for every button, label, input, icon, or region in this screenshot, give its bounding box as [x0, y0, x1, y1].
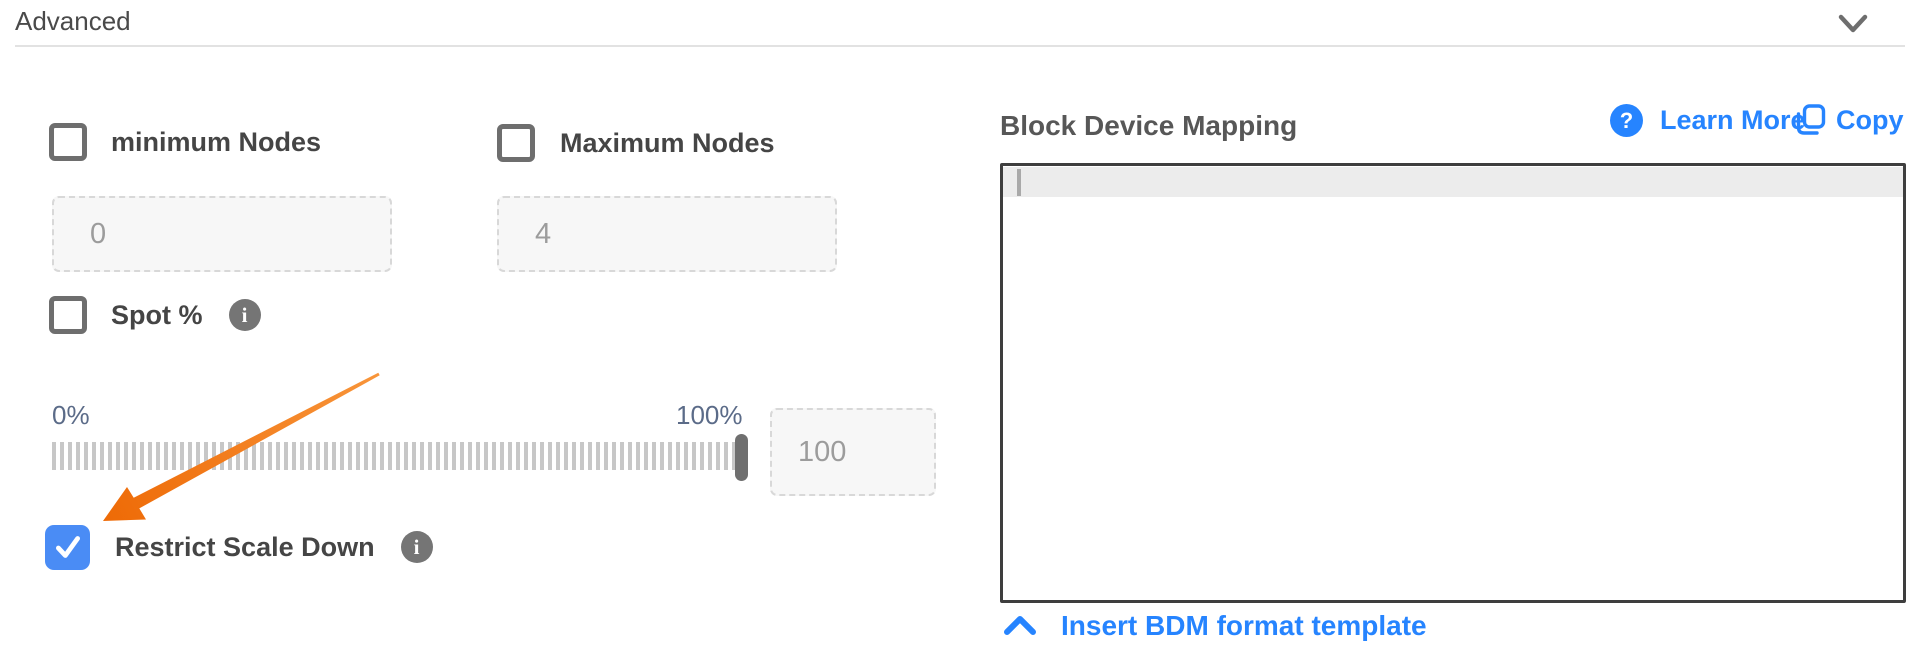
bdm-editor[interactable] [1000, 163, 1906, 603]
minimum-nodes-label: minimum Nodes [111, 126, 322, 157]
maximum-nodes-input[interactable] [497, 196, 837, 272]
restrict-scale-down-row: Restrict Scale Down i [45, 524, 433, 570]
editor-active-line [1003, 167, 1903, 197]
minimum-nodes-checkbox[interactable] [49, 123, 87, 161]
block-device-mapping-title: Block Device Mapping [1000, 110, 1298, 141]
checkmark-icon [55, 536, 80, 558]
copy-icon [1796, 104, 1826, 135]
chevron-down-icon[interactable] [1838, 12, 1868, 36]
slider-min-label: 0% [52, 400, 90, 430]
minimum-nodes-input[interactable] [52, 196, 392, 272]
chevron-up-icon [1004, 616, 1036, 635]
insert-bdm-template-label: Insert BDM format template [1061, 610, 1427, 641]
spot-percentage-label: Spot % [111, 299, 203, 330]
insert-bdm-template-link[interactable]: Insert BDM format template [1002, 610, 1427, 642]
section-divider [15, 45, 1905, 47]
spot-percentage-slider-track[interactable] [52, 442, 736, 470]
restrict-scale-down-label: Restrict Scale Down [115, 531, 375, 562]
copy-button[interactable]: Copy [1796, 104, 1904, 136]
spot-percentage-checkbox[interactable] [49, 296, 87, 334]
maximum-nodes-row: Maximum Nodes [497, 124, 775, 162]
spot-percentage-slider-handle[interactable] [735, 434, 748, 481]
restrict-scale-down-info-icon[interactable]: i [400, 531, 433, 563]
slider-max-label: 100% [676, 400, 743, 430]
spot-percentage-input[interactable] [770, 408, 936, 496]
maximum-nodes-label: Maximum Nodes [560, 127, 775, 158]
spot-percentage-row: Spot % i [49, 296, 261, 334]
minimum-nodes-row: minimum Nodes [49, 123, 321, 161]
learn-more-label: Learn More [1660, 105, 1806, 135]
restrict-scale-down-checkbox[interactable] [45, 524, 90, 570]
spot-info-icon[interactable]: i [228, 299, 261, 331]
learn-more-link[interactable]: ? Learn More [1610, 104, 1806, 137]
copy-label: Copy [1836, 104, 1904, 135]
maximum-nodes-checkbox[interactable] [497, 124, 535, 162]
question-icon: ? [1610, 104, 1643, 137]
section-title: Advanced [15, 6, 131, 36]
editor-caret [1017, 169, 1021, 196]
